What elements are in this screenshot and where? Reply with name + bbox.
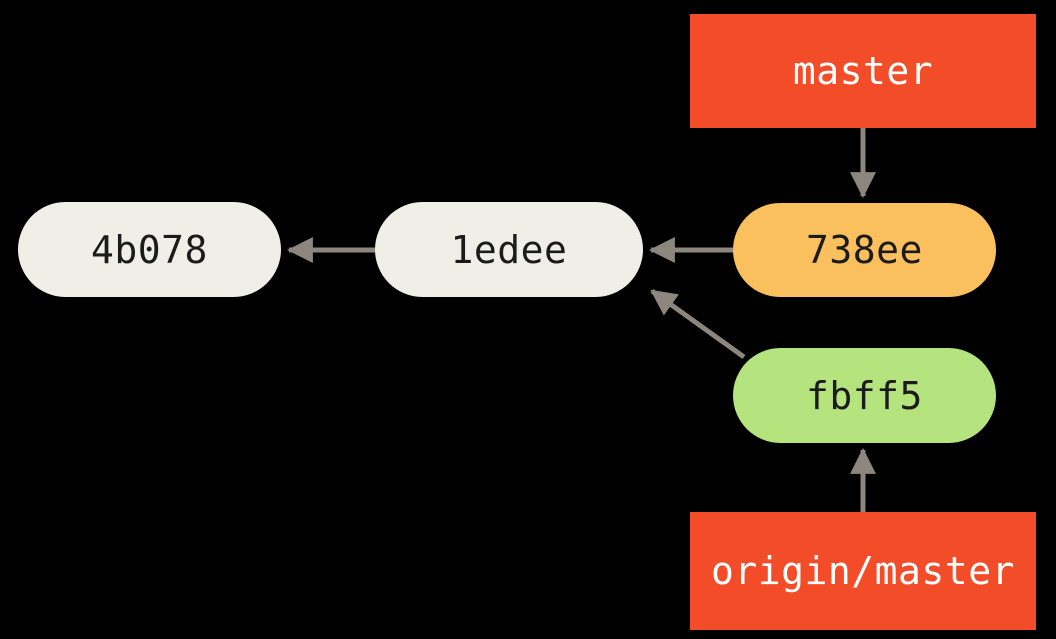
commit-node-1edee[interactable]: 1edee bbox=[375, 202, 643, 297]
commit-node-1edee-label: 1edee bbox=[450, 227, 568, 272]
commit-node-738ee-label: 738ee bbox=[806, 228, 923, 272]
commit-node-fbff5[interactable]: fbff5 bbox=[733, 348, 996, 443]
commit-node-738ee[interactable]: 738ee bbox=[733, 203, 996, 297]
commit-node-4b078[interactable]: 4b078 bbox=[18, 202, 281, 297]
commit-node-fbff5-label: fbff5 bbox=[806, 373, 923, 418]
ref-node-master-label: master bbox=[792, 49, 934, 93]
ref-node-origin-master[interactable]: origin/master bbox=[690, 512, 1036, 630]
edge-fbff5-to-1edee bbox=[650, 288, 746, 360]
ref-node-master[interactable]: master bbox=[690, 14, 1036, 128]
ref-node-origin-master-label: origin/master bbox=[711, 549, 1015, 593]
commit-node-4b078-label: 4b078 bbox=[91, 227, 208, 272]
